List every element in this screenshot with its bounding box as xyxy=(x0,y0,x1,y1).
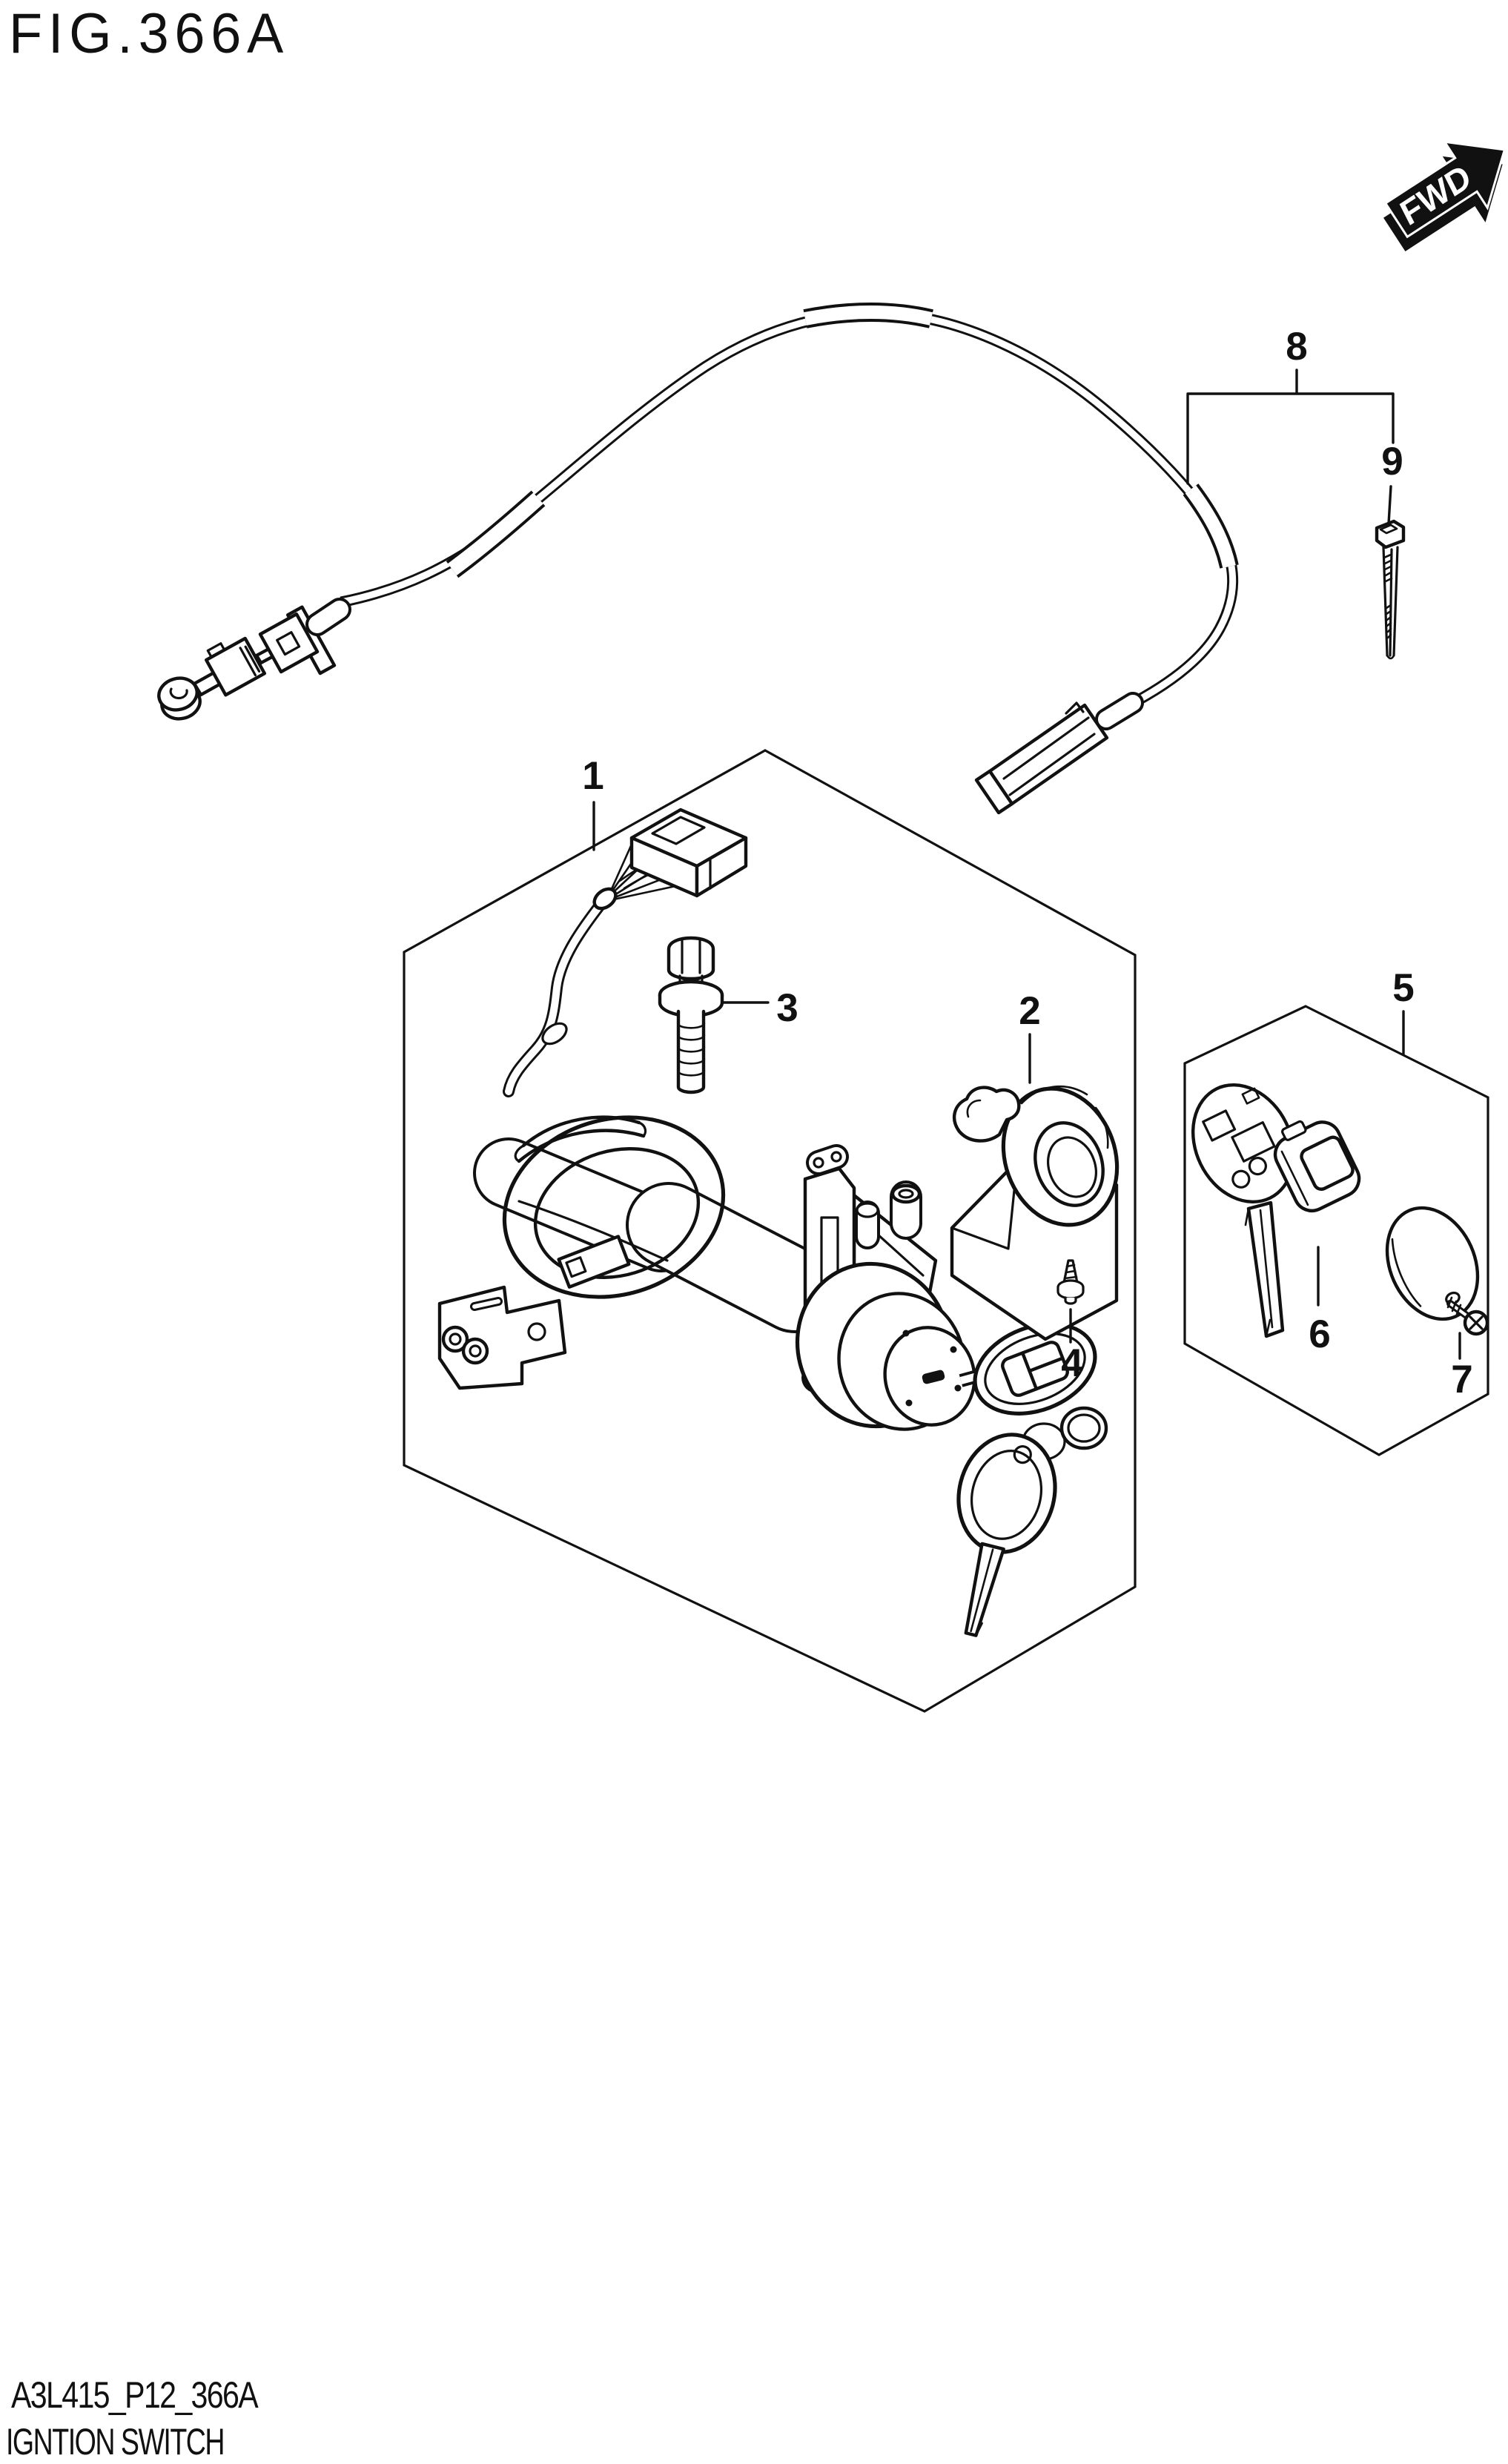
key-blank xyxy=(1191,1083,1296,1338)
cable-flange-fitting xyxy=(258,605,337,676)
cable-tie xyxy=(1375,519,1406,660)
cable-end-eyelet xyxy=(157,676,202,721)
harness-sleeve-end xyxy=(592,887,618,911)
key-cover-cap xyxy=(1273,1120,1361,1213)
clamp-ring xyxy=(502,1115,726,1299)
fwd-badge: FWD xyxy=(1383,140,1507,252)
part-label-1: 1 xyxy=(582,754,603,798)
leader-line-9 xyxy=(1387,485,1392,525)
part-label-5: 5 xyxy=(1392,966,1414,1010)
footer-caption: IGNTION SWITCH xyxy=(6,2421,224,2463)
part-label-7: 7 xyxy=(1451,1358,1472,1401)
tapping-screw xyxy=(1056,1259,1085,1305)
page-title: FIG.366A xyxy=(9,2,289,65)
body-studs xyxy=(855,1180,922,1249)
cable-assembly xyxy=(157,303,1239,815)
mounting-bracket xyxy=(437,1285,567,1390)
spare-key xyxy=(956,1433,1057,1637)
harness-grommet xyxy=(541,1022,568,1046)
leader-line-8 xyxy=(1186,369,1395,485)
cover-screw xyxy=(1446,1296,1489,1336)
switch-cylinder xyxy=(795,1261,976,1431)
ignition-switch-assembly xyxy=(437,807,1108,1637)
cable-adjuster-block xyxy=(204,636,267,697)
key-set-box xyxy=(1183,1005,1489,1456)
mounting-bolt xyxy=(658,936,724,1094)
cable-end-connector xyxy=(974,701,1109,815)
part-label-9: 9 xyxy=(1381,440,1403,483)
key-fob xyxy=(973,1322,1097,1416)
antenna-ring xyxy=(950,1085,1120,1341)
part-label-2: 2 xyxy=(1019,989,1040,1033)
blank-cover xyxy=(1385,1206,1480,1321)
part-label-8: 8 xyxy=(1286,325,1307,369)
part-label-3: 3 xyxy=(776,986,798,1030)
part-label-4: 4 xyxy=(1061,1341,1083,1385)
fwd-arrow-icon xyxy=(1383,140,1507,239)
footer-code: A3L415_P12_366A xyxy=(11,2374,259,2416)
parts-box xyxy=(403,749,1137,1713)
wiring-connector xyxy=(629,807,748,898)
part-label-6: 6 xyxy=(1309,1312,1330,1356)
